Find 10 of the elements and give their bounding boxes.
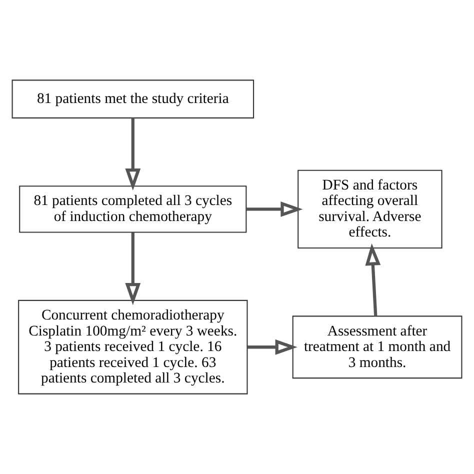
arrow — [125, 232, 141, 306]
arrow — [125, 118, 141, 191]
node-box: DFS and factors affecting overall survival. Adverse effects. — [298, 170, 442, 249]
node-box: Assessment after treatment at 1 month and 3 months. — [292, 316, 462, 379]
node-box: Concurrent chemoradiotherapy Cisplatin 100mg/m² every 3 weeks. 3 patients received 1 cycle. 16 patients received 1 cycle. 63 patients completed all 3 cycles. — [18, 300, 248, 394]
arrow — [246, 201, 303, 217]
node-box: 81 patients completed all 3 cycles of induction chemotherapy — [19, 186, 247, 233]
node-box: 81 patients met the study criteria — [12, 80, 254, 118]
arrow — [365, 243, 381, 316]
arrow — [247, 339, 298, 355]
